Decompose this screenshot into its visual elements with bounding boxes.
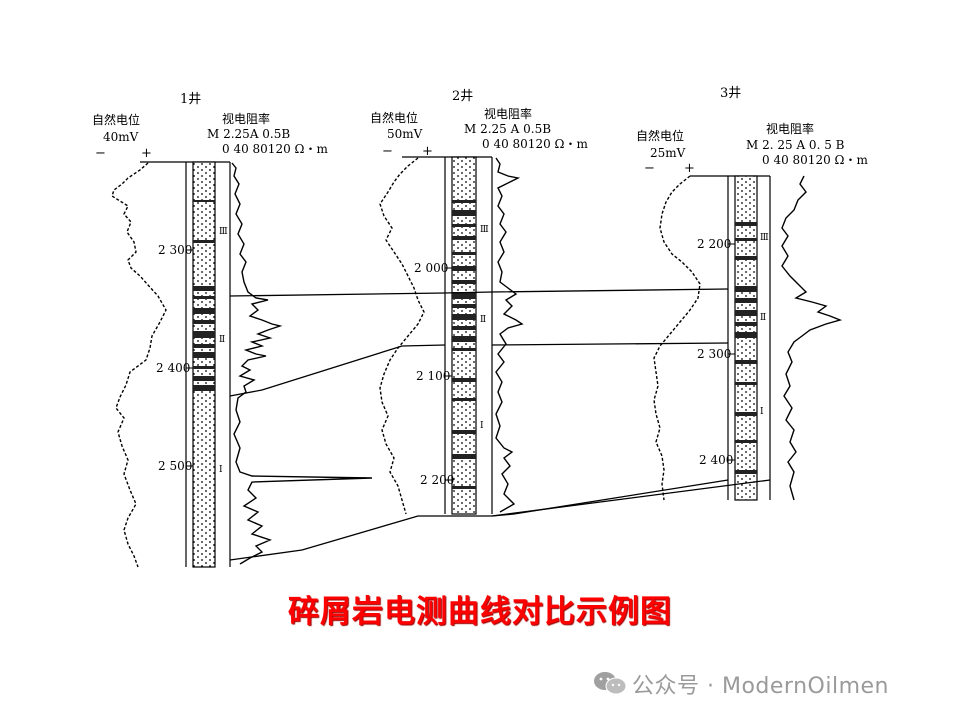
well-2-shale-bands xyxy=(452,200,476,489)
wechat-icon xyxy=(594,672,627,695)
well-3-shale-bands xyxy=(735,222,757,474)
well-2-depth-label: 2 100 xyxy=(416,369,450,383)
watermark-text: 公众号 · ModernOilmen xyxy=(632,674,889,699)
well-3-sp-scale: 25mV xyxy=(650,146,686,160)
well-3-sp-plus: + xyxy=(684,161,695,176)
well-3-resistivity-curve xyxy=(781,175,843,501)
well-1-sp-scale: 40mV xyxy=(103,130,139,144)
well-3-title: 3井 xyxy=(720,86,741,101)
well-2-depth-label: 2 000 xyxy=(414,261,448,275)
well-1-shale-bands xyxy=(193,200,215,391)
well-3-res-scale: 0 40 80120 Ω・m xyxy=(762,153,868,167)
well-1-depth-label: 2 500 xyxy=(158,459,192,473)
well-2-sp-plus: + xyxy=(422,144,433,159)
well-1-sp-label: 自然电位 xyxy=(92,112,140,127)
well-2-sp-minus: − xyxy=(382,144,393,159)
well-2-title: 2井 xyxy=(452,89,473,104)
well-3-depth-label: 2 200 xyxy=(697,237,731,251)
well-2-res-scale: 0 40 80120 Ω・m xyxy=(482,137,588,151)
well-2-zone-mark: Ⅰ xyxy=(480,421,484,431)
correlation-line-base xyxy=(229,479,771,561)
well-1-title: 1井 xyxy=(180,92,201,107)
well-1-res-scale: 0 40 80120 Ω・m xyxy=(222,142,328,156)
correlation-lines xyxy=(229,288,771,561)
correlation-line-middle-w1 xyxy=(229,344,446,397)
well-2-resistivity-curve xyxy=(495,157,524,513)
well-3-zone-mark: Ⅰ xyxy=(760,407,764,417)
well-2-sp-label: 自然电位 xyxy=(370,110,418,125)
well-3-depth-label: 2 400 xyxy=(699,453,733,467)
well-3-sp-curve xyxy=(653,175,701,501)
well-1-res-electrode: M 2.25A 0.5B xyxy=(207,127,290,141)
well-3-zone-mark: Ⅱ xyxy=(760,313,766,323)
well-1-depth-label: 2 300 xyxy=(158,243,192,257)
well-1-sp-minus: − xyxy=(95,146,106,161)
well-2-zone-mark: Ⅲ xyxy=(480,225,489,235)
well-1-zone-mark: Ⅱ xyxy=(219,335,225,345)
well-2-res-electrode: M 2.25 A 0.5B xyxy=(464,122,551,136)
well-3-res-electrode: M 2. 25 A 0. 5 B xyxy=(746,138,845,152)
well-2-sp-curve xyxy=(379,157,425,515)
well-2: 2井 自然电位 50mV − + 视电阻率 M 2.25 A 0.5B 0 40… xyxy=(370,89,588,515)
well-1-zone-mark: Ⅲ xyxy=(219,227,228,237)
well-3: 3井 自然电位 25mV − + 视电阻率 M 2. 25 A 0. 5 B 0… xyxy=(636,86,868,501)
well-1-sp-plus: + xyxy=(141,146,152,161)
well-3-res-label: 视电阻率 xyxy=(766,121,814,136)
well-1-sp-curve xyxy=(111,162,167,568)
figure-caption: 碎屑岩电测曲线对比示例图 xyxy=(288,594,672,630)
well-1-res-label: 视电阻率 xyxy=(222,111,270,126)
well-1-resistivity-curve xyxy=(231,162,373,565)
watermark: 公众号 · ModernOilmen xyxy=(592,668,952,699)
well-3-zone-mark: Ⅲ xyxy=(760,233,769,243)
well-2-zone-mark: Ⅱ xyxy=(480,315,486,325)
well-2-sp-scale: 50mV xyxy=(387,127,423,141)
correlation-line-top xyxy=(229,288,729,297)
well-1-depth-label: 2 400 xyxy=(156,361,190,375)
well-2-res-label: 视电阻率 xyxy=(484,106,532,121)
well-2-depth-label: 2 200 xyxy=(420,473,454,487)
well-1: 1井 自然电位 40mV − + 视电阻率 M 2.25A 0.5B 0 40 … xyxy=(92,92,373,568)
correlation-line-middle xyxy=(491,342,729,346)
well-3-sp-label: 自然电位 xyxy=(636,128,684,143)
well-log-correlation-diagram: 1井 自然电位 40mV − + 视电阻率 M 2.25A 0.5B 0 40 … xyxy=(92,86,868,568)
well-1-lithology-column xyxy=(192,161,216,568)
well-3-depth-label: 2 300 xyxy=(697,347,731,361)
well-3-sp-minus: − xyxy=(644,161,655,176)
correlation-line-base-2 xyxy=(491,479,729,517)
well-1-zone-mark: Ⅰ xyxy=(219,465,223,475)
